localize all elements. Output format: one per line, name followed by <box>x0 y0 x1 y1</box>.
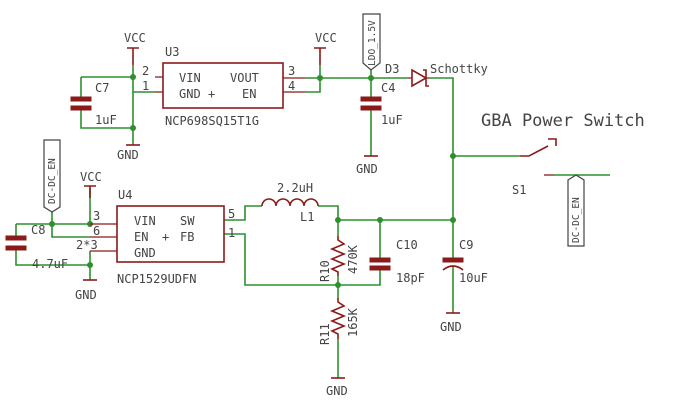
u4-dcdc: U4 VIN EN GND + SW FB 3 6 2*3 5 1 NCP152… <box>76 188 235 286</box>
label-net_labels-dcdc: DC-DC_EN <box>571 197 582 243</box>
u4-ref: U4 <box>118 188 132 202</box>
junction-dot <box>335 282 341 288</box>
label-power-vcc: VCC <box>315 31 337 45</box>
gnd-symbol-u4: GND <box>75 279 97 302</box>
label-components-c4-value: 1uF <box>381 113 403 127</box>
label-u3-pins-en: EN <box>242 87 256 101</box>
capacitor-c9: C9 10uF <box>442 238 488 285</box>
capacitor-c10: C10 18pF <box>369 238 425 285</box>
label-components-r10-value: 470K <box>346 244 360 274</box>
junctions <box>49 74 456 288</box>
label-components-c10-ref: C10 <box>396 238 418 252</box>
label-components-r11-value: 165K <box>346 307 360 337</box>
label-components-r11-ref: R11 <box>318 323 332 345</box>
net-label-ldo-1.5v: LDO_1.5V <box>362 13 381 71</box>
u4-part: NCP1529UDFN <box>117 272 196 286</box>
junction-dot <box>450 217 456 223</box>
label-u4-pins-vin: VIN <box>134 214 156 228</box>
label-u3-pin_numbers-p1: 1 <box>142 79 149 93</box>
junction-dot <box>130 74 136 80</box>
label-u4-pins-sw: SW <box>180 214 195 228</box>
label-u4-pins-fb: FB <box>180 230 194 244</box>
diagram-title: GBA Power Switch <box>481 111 645 131</box>
label-components-l1-value: 2.2uH <box>277 181 313 195</box>
junction-dot <box>368 75 374 81</box>
label-net_labels-ldo: LDO_1.5V <box>367 20 378 66</box>
junction-dot <box>377 217 383 223</box>
label-u3-pin_numbers-p2: 2 <box>142 64 149 78</box>
capacitor-c7: C7 1uF <box>70 81 117 127</box>
junction-dot <box>317 75 323 81</box>
label-components-c7-ref: C7 <box>95 81 109 95</box>
capacitor-c8: C8 4.7uF <box>5 223 68 271</box>
label-power-gnd: GND <box>440 320 462 334</box>
label-power-gnd: GND <box>356 162 378 176</box>
inductor-l1: 2.2uH L1 <box>261 181 319 224</box>
label-u3-pin_numbers-p4: 4 <box>288 79 295 93</box>
label-u3-pins-vin: VIN <box>179 71 201 85</box>
u3-part: NCP698SQ15T1G <box>165 114 259 128</box>
label-power-vcc: VCC <box>80 170 102 184</box>
junction-dot <box>450 153 456 159</box>
label-u3-pin_numbers-p3: 3 <box>288 64 295 78</box>
junction-dot <box>130 125 136 131</box>
label-components-d3-ref: D3 <box>385 62 399 76</box>
label-power-gnd: GND <box>326 384 348 398</box>
label-u4-pins-gnd: GND <box>134 246 156 260</box>
junction-dot <box>335 217 341 223</box>
label-components-c10-value: 18pF <box>396 271 425 285</box>
label-components-c4-ref: C4 <box>381 81 395 95</box>
u3-ref: U3 <box>165 45 179 59</box>
label-u4-pin_numbers-p6: 6 <box>93 224 100 238</box>
label-u4-pins-plus: + <box>162 230 169 244</box>
gnd-symbol-c4: GND <box>356 155 378 176</box>
label-power-vcc: VCC <box>124 31 146 45</box>
label-components-d3-value: Schottky <box>430 62 488 76</box>
label-components-s1-ref: S1 <box>512 183 526 197</box>
junction-dot <box>49 221 55 227</box>
label-components-c9-ref: C9 <box>459 238 473 252</box>
vcc-symbol-u3: VCC <box>124 31 146 65</box>
label-components-c7-value: 1uF <box>95 113 117 127</box>
label-components-c8-value: 4.7uF <box>32 257 68 271</box>
gnd-symbol-u3: GND <box>117 144 140 162</box>
switch-s1: S1 <box>512 138 557 197</box>
label-power-gnd: GND <box>75 288 97 302</box>
label-components-r10-ref: R10 <box>318 260 332 282</box>
label-u3-pins-vout: VOUT <box>230 71 259 85</box>
label-components-c8-ref: C8 <box>31 223 45 237</box>
capacitor-c4: C4 1uF <box>360 81 403 127</box>
vcc-symbol-u4: VCC <box>80 170 102 198</box>
label-u3-pins-plus: + <box>208 87 215 101</box>
label-components-l1-ref: L1 <box>300 210 314 224</box>
gnd-symbol-c9: GND <box>440 312 462 334</box>
label-u4-pin_numbers-p1: 1 <box>228 226 235 240</box>
label-u4-pins-en: EN <box>134 230 148 244</box>
diode-d3: D3 Schottky <box>385 62 488 88</box>
label-u4-pin_numbers-p3: 3 <box>93 209 100 223</box>
vcc-symbol-u3-out: VCC <box>314 31 337 65</box>
label-power-gnd: GND <box>117 148 139 162</box>
net-label-dc-dc-en-left: DC-DC_EN <box>43 139 61 213</box>
label-u4-pin_numbers-p5: 5 <box>228 207 235 221</box>
junction-dot <box>87 262 93 268</box>
resistor-r11: R11 165K <box>318 298 360 345</box>
label-u4-pin_numbers-p23: 2*3 <box>76 238 98 252</box>
resistor-r10: R10 470K <box>318 236 360 282</box>
u3-ldo: U3 VIN GND + VOUT EN 2 1 3 4 NCP698SQ15T… <box>142 45 305 128</box>
label-u3-pins-gnd: GND <box>179 87 201 101</box>
gnd-symbol-r11: GND <box>326 377 348 398</box>
label-net_labels-dcdc: DC-DC_EN <box>47 158 58 204</box>
label-components-c9-value: 10uF <box>459 271 488 285</box>
net-label-dc-dc-en-right: DC-DC_EN <box>567 174 585 247</box>
